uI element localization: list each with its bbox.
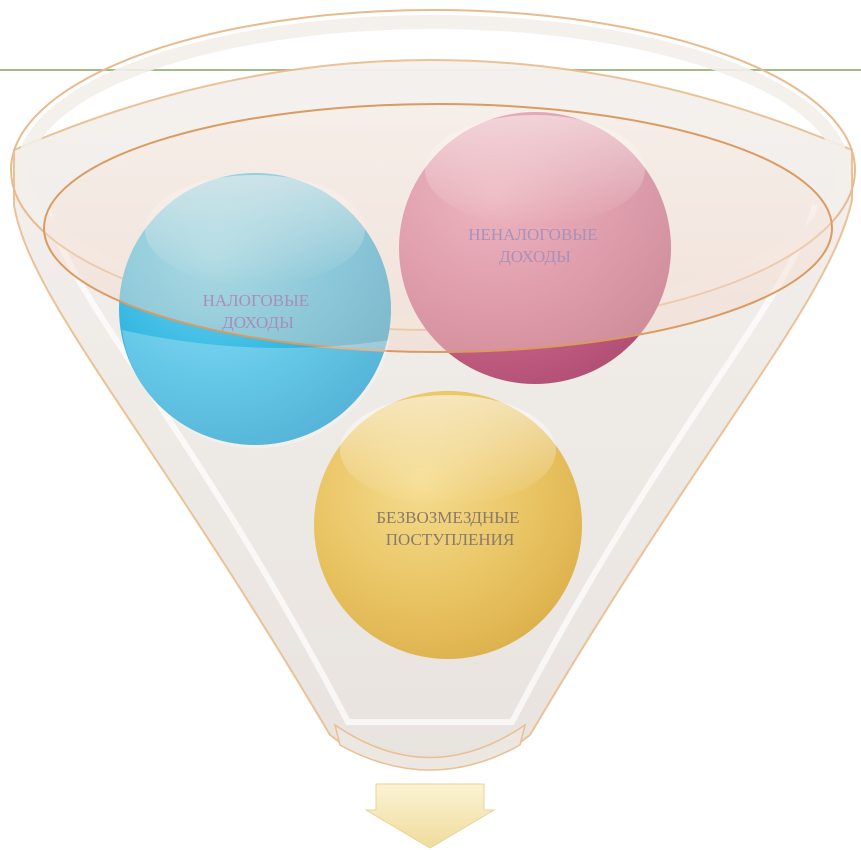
gratuitous-receipts-circle: БЕЗВОЗМЕЗДНЫЕ ПОСТУПЛЕНИЯ: [314, 391, 582, 659]
down-arrow-icon: [364, 783, 496, 849]
gratuitous-receipts-label: БЕЗВОЗМЕЗДНЫЕ ПОСТУПЛЕНИЯ: [376, 508, 524, 549]
funnel-rim-inner: [43, 103, 833, 353]
tax-circle-lower-tint: [122, 330, 390, 449]
funnel-inner-highlight: [45, 204, 818, 725]
funnel-neck: [333, 723, 527, 771]
